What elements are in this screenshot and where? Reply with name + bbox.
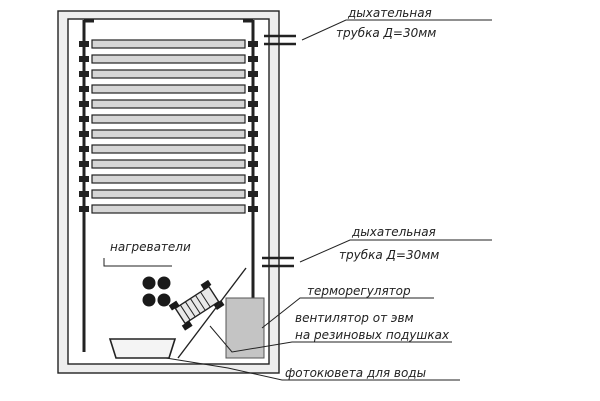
rack-tray-pivot (248, 116, 258, 122)
rack-tray-pivot (248, 41, 258, 47)
label-tube-middle-2: трубка Д=30мм (339, 248, 439, 262)
rack-tray (91, 99, 246, 109)
leader-lines (103, 19, 492, 381)
rack-tray (91, 129, 246, 139)
heater-1 (142, 276, 156, 290)
rack-tray (91, 189, 246, 199)
heater-4 (157, 293, 171, 307)
heater-3 (142, 293, 156, 307)
water-tray (108, 338, 177, 359)
rack-tray-pivot (248, 131, 258, 137)
rack-tray-pivot (79, 101, 89, 107)
rack-tray-pivot (79, 146, 89, 152)
rack-tray-pivot (79, 116, 89, 122)
rack-tray (91, 84, 246, 94)
rack-tray-pivot (248, 71, 258, 77)
rack-tray-pivot (79, 176, 89, 182)
rack-tray-pivot (79, 41, 89, 47)
fan-rubber-pad-bottom (181, 320, 193, 331)
rack-tray (91, 144, 246, 154)
breathing-tube-top (264, 34, 296, 46)
rack-tray-pivot (248, 176, 258, 182)
rack-tray-pivot (248, 56, 258, 62)
rack-tray-pivot (248, 206, 258, 212)
rack-tray-pivot (79, 191, 89, 197)
rack-tray-pivot (248, 146, 258, 152)
label-thermostat: терморегулятор (307, 284, 411, 298)
breathing-tube-middle (262, 256, 294, 268)
rack-trays (79, 39, 258, 214)
leader-water-tray (165, 357, 460, 381)
rack-tray-pivot (248, 191, 258, 197)
leader-heaters (103, 258, 172, 267)
fan-rubber-pad-top-2 (200, 279, 212, 290)
rack-tray (91, 114, 246, 124)
leader-tube-middle (299, 239, 492, 263)
heater-2 (157, 276, 171, 290)
rack-tray (91, 54, 246, 64)
rack-tray (91, 69, 246, 79)
egg-rack (79, 19, 258, 352)
label-water-tray: фотокювета для воды (285, 366, 426, 380)
rack-tray-pivot (79, 56, 89, 62)
rack-tray (91, 204, 246, 214)
label-tube-middle-1: дыхательная (351, 225, 436, 239)
rack-tray-pivot (79, 161, 89, 167)
rack-tray (91, 174, 246, 184)
label-fan-1: вентилятор от эвм (295, 311, 414, 325)
leader-tube-top (301, 19, 492, 41)
label-tube-top-2: трубка Д=30мм (336, 26, 436, 40)
rack-tray-pivot (79, 71, 89, 77)
rack-tray-pivot (79, 131, 89, 137)
fan-rubber-pad-top (168, 300, 180, 311)
rack-tray-pivot (248, 101, 258, 107)
label-fan-2: на резиновых подушках (295, 328, 450, 342)
rack-tray (91, 39, 246, 49)
label-heaters: нагреватели (110, 240, 191, 254)
heaters (142, 276, 171, 307)
leader-fan (209, 325, 452, 353)
thermostat-box (225, 297, 265, 359)
rack-tray (91, 159, 246, 169)
fan (168, 279, 225, 331)
air-baffle (177, 267, 247, 359)
rack-tray-pivot (248, 161, 258, 167)
label-tube-top-1: дыхательная (347, 6, 432, 20)
rack-tray-pivot (79, 86, 89, 92)
leader-thermostat (261, 297, 434, 329)
rack-tray-pivot (248, 86, 258, 92)
rack-tray-pivot (79, 206, 89, 212)
